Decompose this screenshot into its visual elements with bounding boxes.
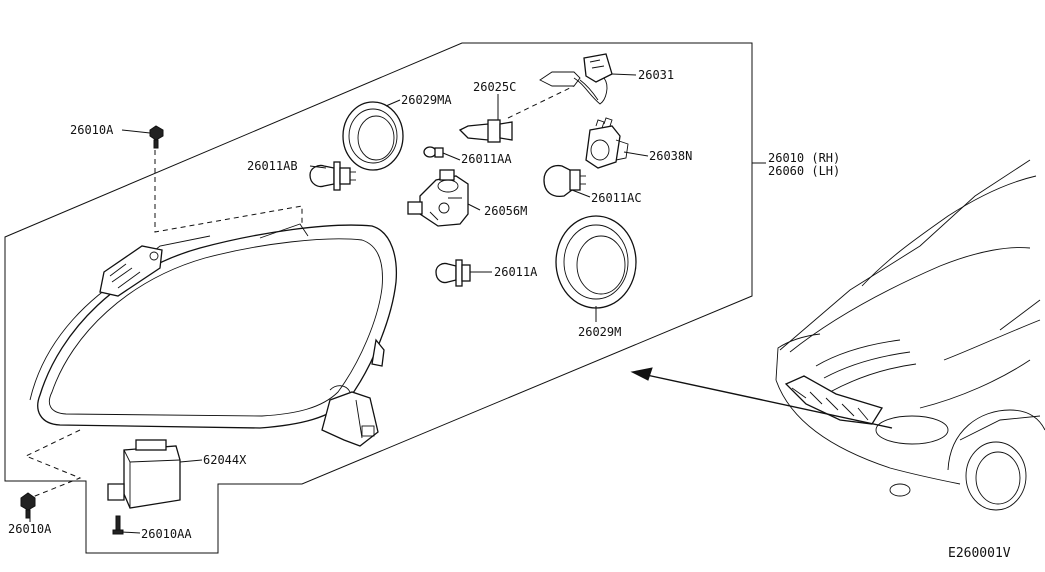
label-26010aa: 26010AA: [141, 527, 192, 541]
assembly-boundary: [4, 42, 753, 554]
label-26031: 26031: [638, 68, 674, 82]
label-26010a-bottom: 26010A: [8, 522, 52, 536]
socket-26038n-icon: [585, 117, 629, 169]
bulb-26011aa-icon: [423, 146, 444, 158]
bulb-26025c-icon: [458, 119, 513, 143]
label-26011aa: 26011AA: [461, 152, 512, 166]
seal-ring-26029ma-icon: [342, 101, 404, 171]
label-assembly-rh: 26010 (RH): [768, 151, 840, 165]
label-26029ma: 26029MA: [401, 93, 452, 107]
guide-bottom-bolt: [24, 429, 82, 499]
label-26011ab: 26011AB: [247, 159, 298, 173]
bulb-26011ab-icon: [309, 161, 356, 191]
bulb-26011a-icon: [435, 259, 471, 287]
vehicle-front-view: [775, 159, 1045, 511]
guide-bulb-connector: [507, 85, 575, 119]
label-26010a-top: 26010A: [70, 123, 114, 137]
bulb-26011ac-icon: [543, 164, 586, 198]
module-62044x-icon: [107, 439, 181, 509]
label-26056m: 26056M: [484, 204, 527, 218]
guide-top-bolt: [154, 150, 303, 233]
leveling-actuator-26056m-icon: [407, 169, 469, 227]
label-assembly-lh: 26060 (LH): [768, 164, 840, 178]
label-26011ac: 26011AC: [591, 191, 642, 205]
label-26011a: 26011A: [494, 265, 538, 279]
bolt-26010a-top-icon: [149, 125, 164, 149]
headlamp-housing: [29, 223, 398, 447]
label-62044x: 62044X: [203, 453, 247, 467]
location-arrow: [630, 367, 893, 429]
label-26038n: 26038N: [649, 149, 692, 163]
label-26029m: 26029M: [578, 325, 621, 339]
socket-harness-26031-icon: [539, 53, 613, 105]
leader-lines: [29, 73, 649, 534]
screw-26010aa-icon: [112, 515, 124, 535]
label-26025c: 26025C: [473, 80, 516, 94]
diagram-code: E260001V: [948, 546, 1011, 561]
bolt-26010a-bottom-icon: [20, 492, 36, 519]
seal-ring-26029m-icon: [555, 215, 637, 309]
